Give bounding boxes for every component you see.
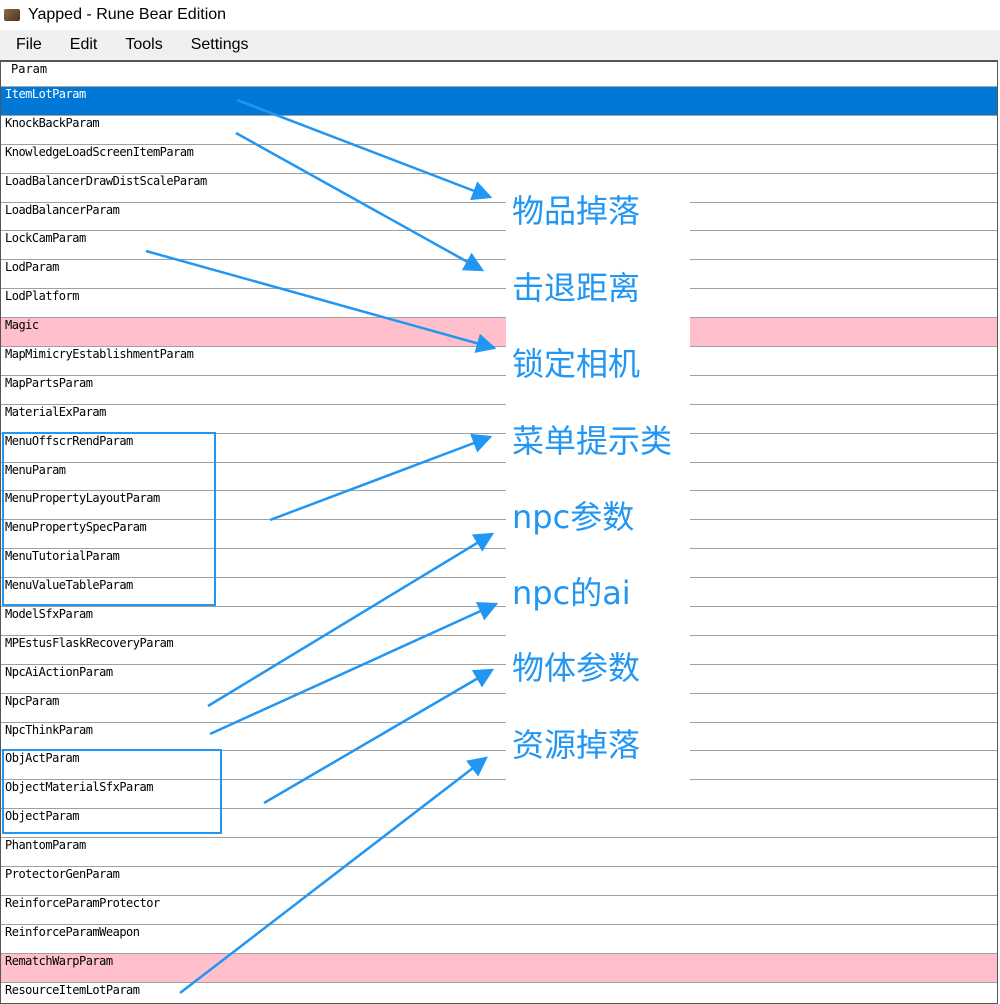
menu-bar: File Edit Tools Settings — [0, 30, 1000, 60]
window-title: Yapped - Rune Bear Edition — [28, 6, 227, 23]
table-row[interactable]: RematchWarpParam — [1, 953, 997, 983]
menu-tools[interactable]: Tools — [125, 36, 163, 53]
table-row[interactable]: ReinforceParamProtector — [1, 896, 997, 925]
table-row[interactable]: ObjectMaterialSfxParam — [1, 780, 997, 810]
table-row[interactable]: MenuParam — [1, 463, 997, 492]
title-bar: Yapped - Rune Bear Edition — [0, 0, 1000, 30]
table-row[interactable]: ObjectParam — [1, 809, 997, 839]
table-row[interactable]: LodPlatform — [1, 289, 997, 319]
menu-settings[interactable]: Settings — [190, 36, 249, 53]
table-row[interactable]: NpcThinkParam — [1, 723, 997, 752]
table-row[interactable]: LoadBalancerParam — [1, 203, 997, 232]
table-row[interactable]: LoadBalancerDrawDistScaleParam — [1, 174, 997, 203]
table-row[interactable]: ObjActParam — [1, 751, 997, 781]
table-row[interactable]: MenuOffscrRendParam — [1, 434, 997, 463]
table-row[interactable]: ResourceItemLotParam — [1, 983, 997, 1003]
table-row[interactable]: MaterialExParam — [1, 405, 997, 434]
table-row[interactable]: KnockBackParam — [1, 116, 997, 145]
table-row[interactable]: ProtectorGenParam — [1, 867, 997, 896]
app-icon — [4, 9, 20, 21]
table-row[interactable]: MapPartsParam — [1, 376, 997, 405]
table-row[interactable]: MPEstusFlaskRecoveryParam — [1, 636, 997, 665]
table-row[interactable]: ItemLotParam — [1, 87, 997, 116]
table-row[interactable]: ModelSfxParam — [1, 607, 997, 636]
table-row[interactable]: KnowledgeLoadScreenItemParam — [1, 145, 997, 174]
table-row[interactable]: MenuPropertyLayoutParam — [1, 491, 997, 521]
table-row[interactable]: NpcAiActionParam — [1, 665, 997, 694]
table-row[interactable]: Magic — [1, 318, 997, 348]
table-row[interactable]: MapMimicryEstablishmentParam — [1, 347, 997, 376]
table-row[interactable]: MenuTutorialParam — [1, 549, 997, 579]
column-header-param[interactable]: Param — [1, 62, 997, 87]
menu-edit[interactable]: Edit — [69, 36, 98, 53]
table-row[interactable]: LodParam — [1, 260, 997, 290]
menu-file[interactable]: File — [16, 36, 42, 53]
table-row[interactable]: LockCamParam — [1, 231, 997, 261]
table-row[interactable]: MenuPropertySpecParam — [1, 520, 997, 550]
table-row[interactable]: NpcParam — [1, 694, 997, 723]
table-row[interactable]: ReinforceParamWeapon — [1, 925, 997, 954]
table-row[interactable]: PhantomParam — [1, 838, 997, 868]
table-row[interactable]: MenuValueTableParam — [1, 578, 997, 608]
